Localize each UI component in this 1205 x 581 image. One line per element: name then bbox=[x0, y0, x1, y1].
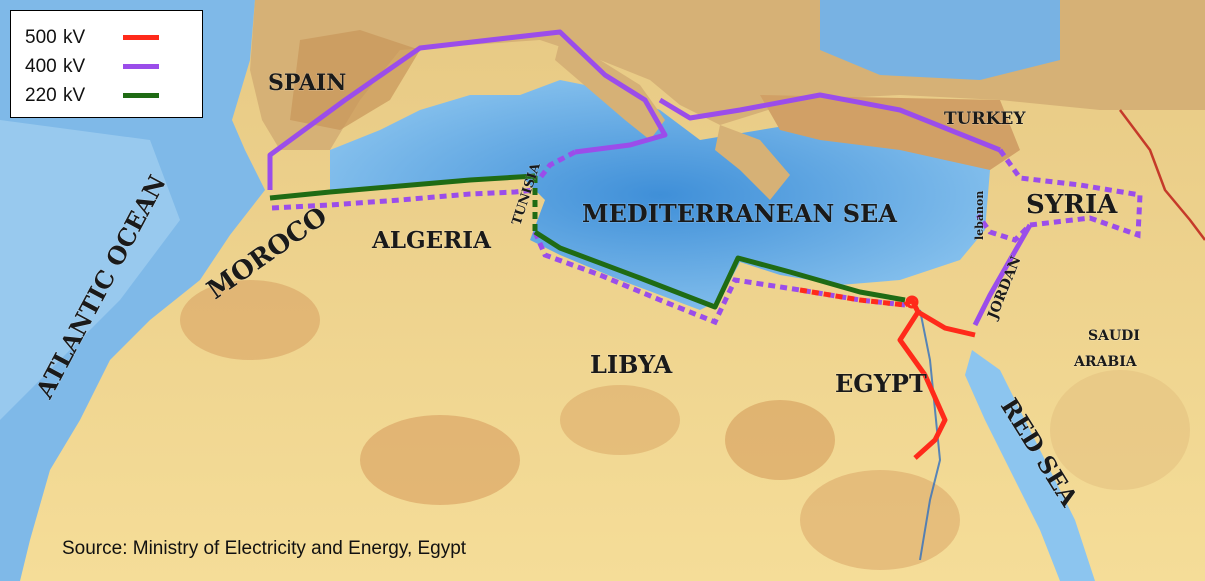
highland-patch bbox=[725, 400, 835, 480]
line-500kv-dashed bbox=[799, 287, 906, 308]
label-saudi-line1: SAUDI bbox=[1088, 328, 1140, 344]
label-lebanon: lebanon bbox=[973, 191, 986, 240]
legend: 500 kV 400 kV 220 kV bbox=[10, 10, 203, 118]
spain-highland bbox=[290, 30, 420, 130]
label-algeria: ALGERIA bbox=[371, 227, 492, 254]
legend-swatch-400kv bbox=[123, 64, 159, 69]
red-sea-area bbox=[965, 350, 1095, 581]
legend-unit: kV bbox=[63, 55, 86, 77]
line-220kv-libya bbox=[533, 229, 906, 310]
legend-item-500: 500 kV bbox=[25, 23, 202, 52]
line-220kv-maghreb bbox=[269, 173, 536, 201]
legend-swatch-500kv bbox=[123, 35, 159, 40]
label-egypt: EGYPT bbox=[835, 369, 927, 398]
label-libya: LIBYA bbox=[590, 350, 673, 379]
line-500kv-sinai bbox=[916, 309, 976, 338]
highland-patch bbox=[560, 385, 680, 455]
black-sea-area bbox=[820, 0, 1060, 80]
legend-unit: kV bbox=[63, 84, 86, 106]
line-500kv-egypt bbox=[897, 297, 948, 460]
label-mediterranean: MEDITERRANEAN SEA bbox=[582, 199, 897, 228]
line-400kv-syria-loop bbox=[975, 148, 1143, 243]
highland-patch bbox=[800, 470, 960, 570]
legend-voltage: 400 bbox=[25, 55, 57, 77]
border-line bbox=[1119, 109, 1205, 241]
line-400kv-maghreb bbox=[271, 187, 536, 211]
italy-land bbox=[555, 40, 665, 140]
line-400kv-turkey bbox=[658, 92, 1001, 153]
line-400kv-spain bbox=[267, 29, 668, 190]
arabia-land-patch bbox=[1050, 370, 1190, 490]
legend-unit: kV bbox=[63, 26, 86, 48]
line-400kv-italy-tunisia bbox=[538, 149, 577, 180]
atlas-highland bbox=[180, 280, 320, 360]
legend-voltage: 220 bbox=[25, 84, 57, 106]
highland-patch bbox=[360, 415, 520, 505]
turkey-land bbox=[760, 95, 1020, 170]
substation-node bbox=[905, 295, 919, 309]
source-caption: Source: Ministry of Electricity and Ener… bbox=[62, 538, 467, 559]
label-syria: SYRIA bbox=[1026, 190, 1118, 220]
greece-land bbox=[715, 125, 790, 200]
label-spain: SPAIN bbox=[268, 70, 346, 96]
atlantic-shelf bbox=[0, 120, 180, 420]
label-turkey: TURKEY bbox=[944, 109, 1026, 129]
legend-item-220: 220 kV bbox=[25, 81, 202, 110]
label-saudi-line2: ARABIA bbox=[1073, 354, 1138, 370]
legend-item-400: 400 kV bbox=[25, 52, 202, 81]
legend-swatch-220kv bbox=[123, 93, 159, 98]
legend-voltage: 500 bbox=[25, 26, 57, 48]
line-400kv-jordan bbox=[972, 223, 1033, 327]
